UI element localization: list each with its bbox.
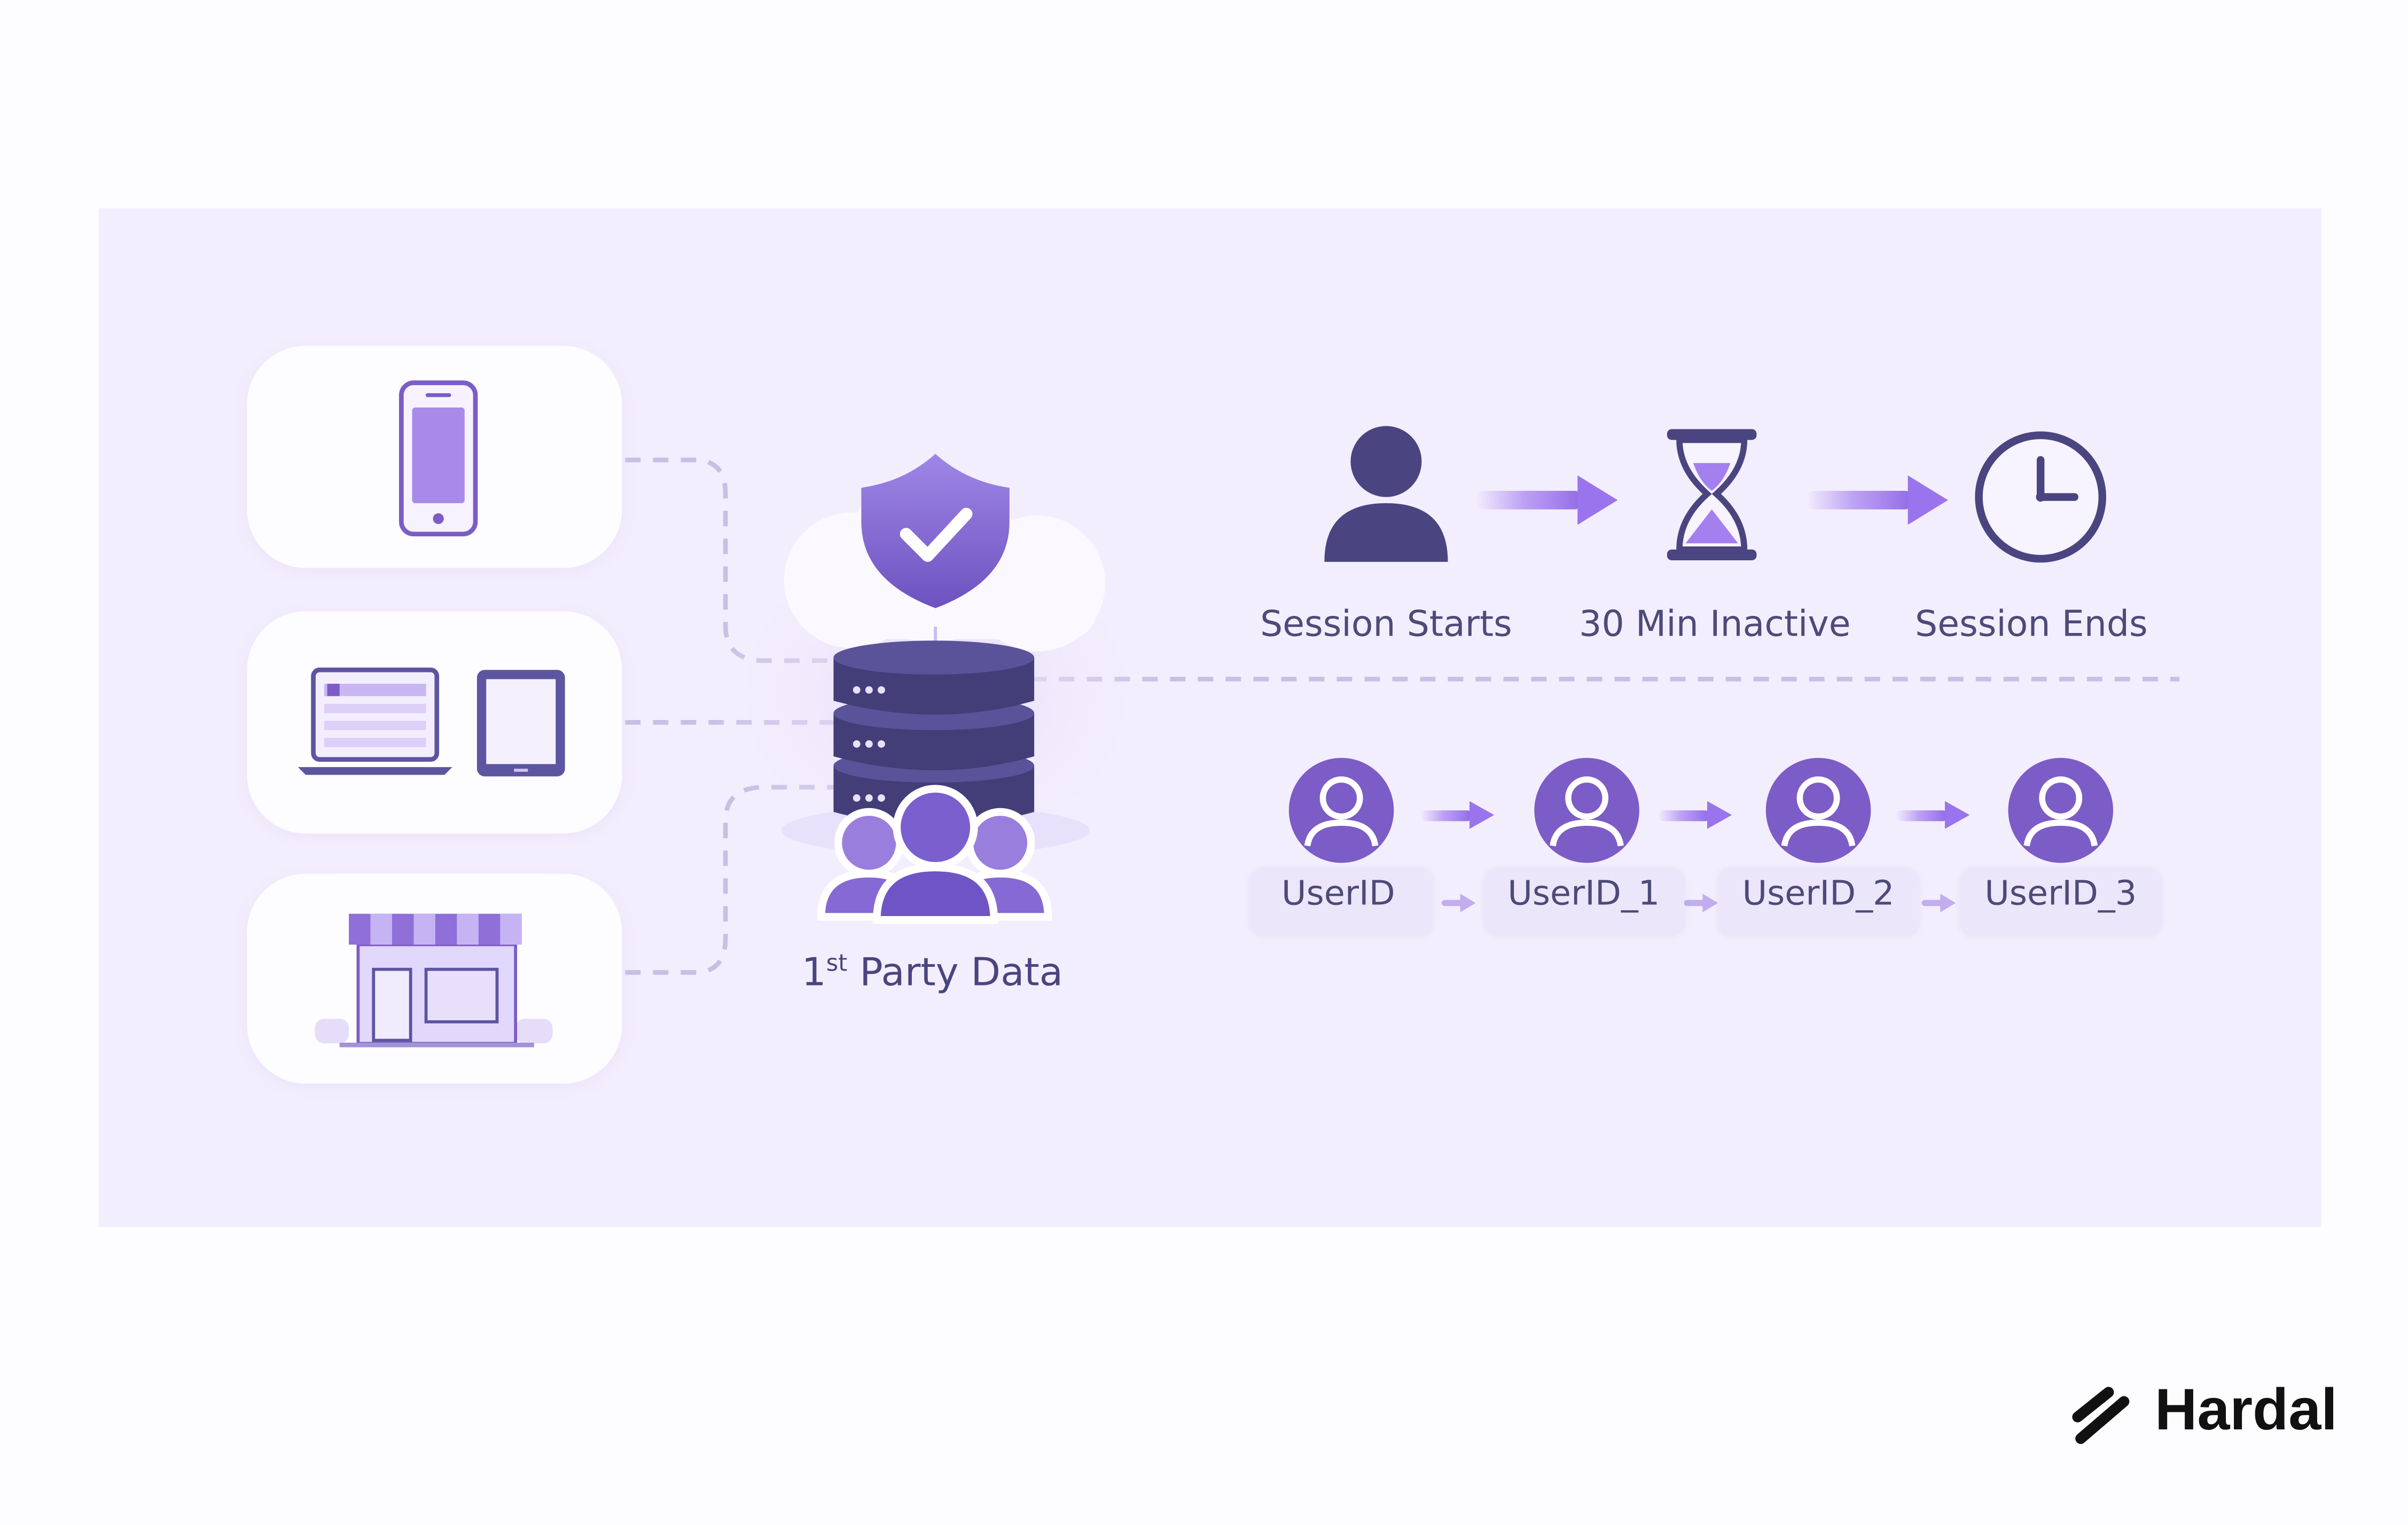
arrow-right-icon bbox=[1806, 475, 1948, 525]
user-id-label: UserID_1 bbox=[1507, 875, 1660, 913]
tablet-icon bbox=[477, 670, 565, 776]
session-ends-label: Session Ends bbox=[1915, 605, 2148, 645]
person-icon bbox=[1324, 426, 1448, 562]
arrow-right-icon bbox=[1658, 801, 1732, 829]
session-starts-label: Session Starts bbox=[1260, 605, 1512, 645]
brand-slashes-icon bbox=[2078, 1393, 2124, 1439]
hub-label-number: 1 bbox=[802, 950, 826, 995]
user-id-label: UserID_3 bbox=[1984, 875, 2137, 913]
brand-name: Hardal bbox=[2155, 1379, 2337, 1445]
arrow-right-icon bbox=[1420, 801, 1495, 829]
inactive-label: 30 Min Inactive bbox=[1579, 605, 1851, 645]
store-icon bbox=[315, 914, 552, 1045]
smartphone-icon bbox=[401, 383, 475, 534]
hub-label-text: Party Data bbox=[847, 950, 1063, 995]
user-avatar-icon bbox=[1289, 758, 1394, 863]
user-id-label: UserID bbox=[1281, 875, 1395, 913]
user-avatar-icon bbox=[1766, 758, 1871, 863]
hub-label-suffix: st bbox=[826, 949, 848, 977]
hub-label: 1st Party Data bbox=[802, 949, 1063, 995]
laptop-icon bbox=[298, 670, 452, 775]
arrow-right-icon bbox=[1896, 801, 1970, 829]
user-avatar-icon bbox=[2008, 758, 2113, 863]
arrow-right-icon bbox=[1476, 475, 1618, 525]
hourglass-icon bbox=[1667, 429, 1757, 560]
clock-icon bbox=[1979, 435, 2102, 559]
user-id-label: UserID_2 bbox=[1742, 875, 1895, 913]
user-avatar-icon bbox=[1534, 758, 1639, 863]
